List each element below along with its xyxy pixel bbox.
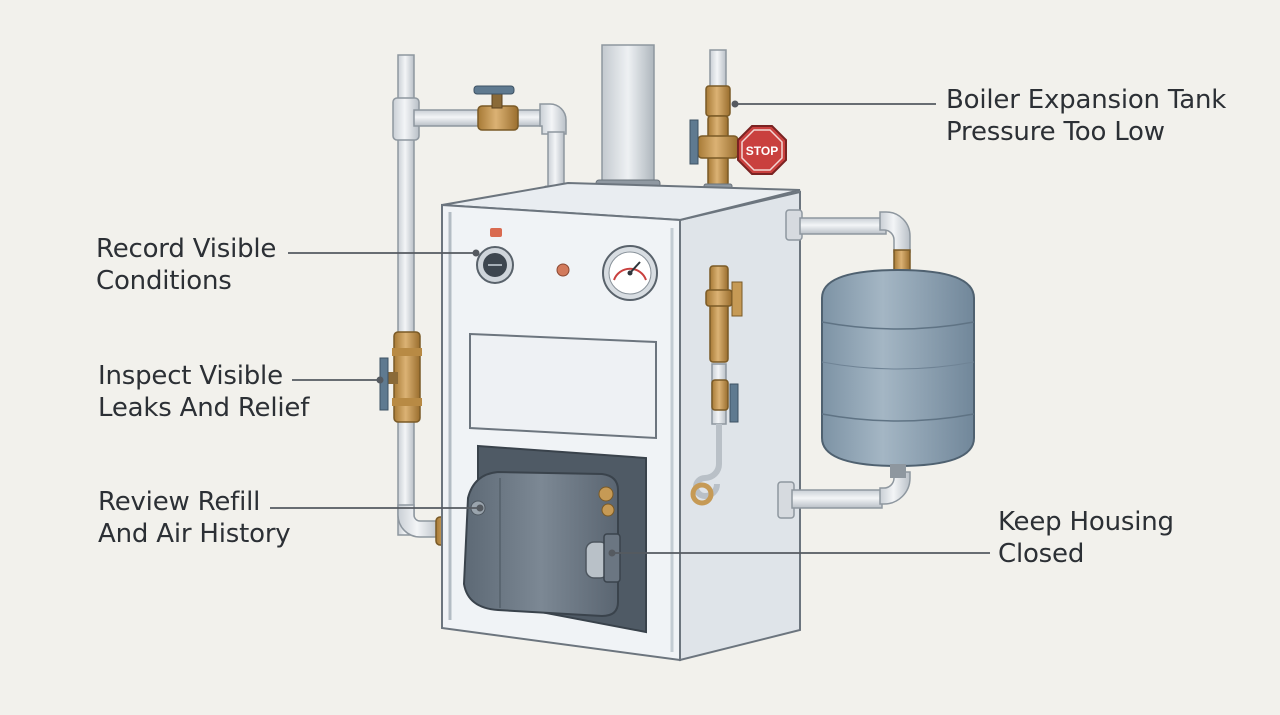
tank-pipes (777, 209, 911, 519)
burner-housing (462, 470, 621, 618)
callout-review-line2: And Air History (98, 519, 291, 549)
callout-review-refill: Review Refill And Air History (98, 486, 291, 550)
callout-housing-line2: Closed (998, 539, 1085, 569)
control-knob (476, 228, 514, 284)
left-ball-valve (379, 331, 422, 423)
callout-inspect-line2: Leaks And Relief (98, 393, 310, 423)
callout-record-line1: Record Visible (96, 234, 277, 264)
callout-housing-line1: Keep Housing (998, 507, 1174, 537)
callout-expansion-tank-line2: Pressure Too Low (946, 117, 1165, 147)
stop-sign-text: STOP (746, 144, 778, 158)
callout-record-line2: Conditions (96, 266, 232, 296)
indicator-light (556, 263, 570, 277)
side-fill-valve (690, 265, 743, 506)
callout-lines (270, 100, 990, 557)
flue-pipe (595, 44, 661, 195)
top-gate-valve (473, 85, 519, 131)
boiler-side-panel (679, 190, 801, 662)
pressure-gauge-icon (602, 245, 658, 301)
callout-review-line1: Review Refill (98, 487, 261, 517)
access-panel (469, 332, 657, 440)
expansion-tank (821, 268, 975, 478)
callout-expansion-tank-line1: Boiler Expansion Tank (946, 85, 1227, 115)
callout-keep-housing-closed: Keep Housing Closed (998, 506, 1174, 570)
stop-sign-icon: STOP (737, 125, 787, 175)
callout-inspect-leaks: Inspect Visible Leaks And Relief (98, 360, 309, 424)
callout-inspect-line1: Inspect Visible (98, 361, 283, 391)
callout-expansion-tank-pressure: Boiler Expansion Tank Pressure Too Low (946, 84, 1226, 148)
expansion-line-valve (689, 49, 739, 195)
callout-record-conditions: Record Visible Conditions (96, 233, 276, 297)
